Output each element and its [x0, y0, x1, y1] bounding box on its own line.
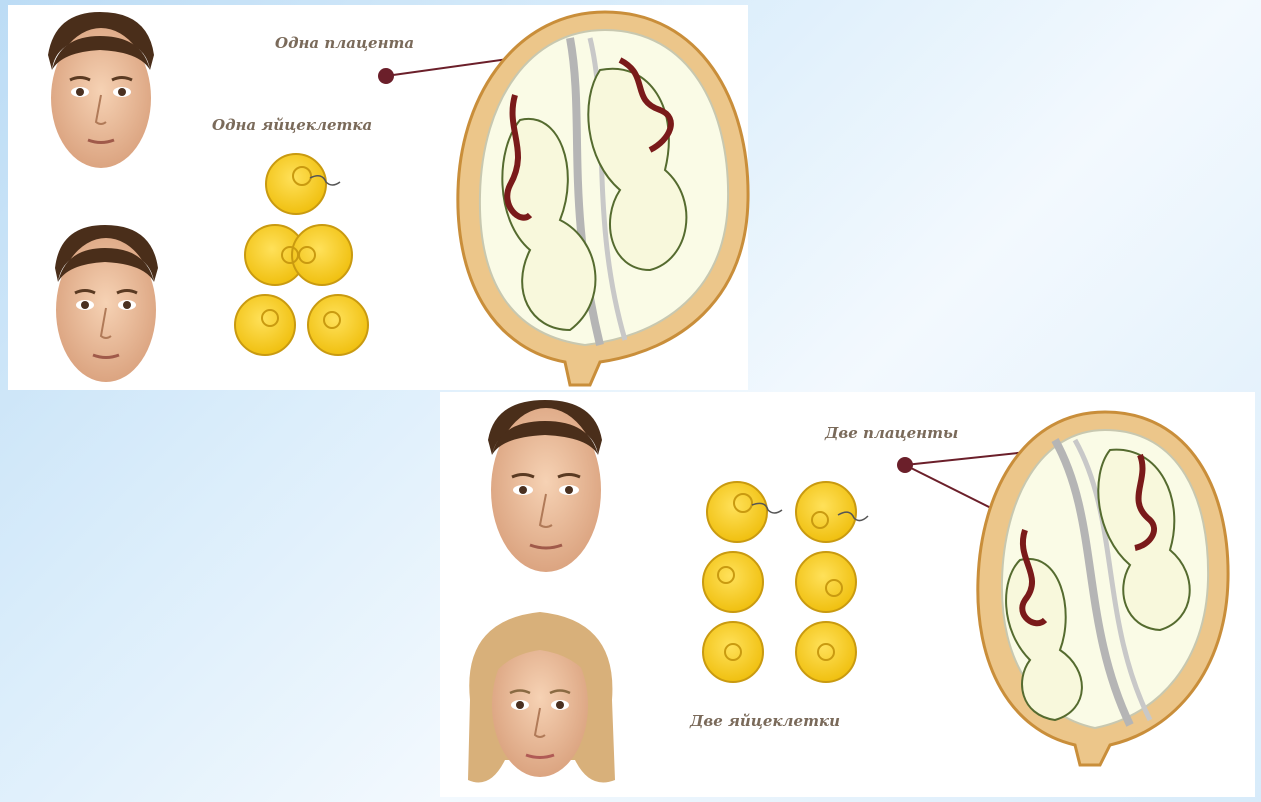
- egg-column-left: [703, 482, 782, 682]
- uterus-one-placenta: [458, 12, 748, 385]
- female-face: [468, 612, 615, 783]
- male-face-3: [488, 400, 602, 572]
- single-egg: [266, 154, 340, 214]
- one-placenta-label: Одна плацента: [275, 34, 414, 52]
- two-eggs-label: Две яйцеклетки: [690, 712, 840, 730]
- egg-column-right: [796, 482, 868, 682]
- split-embryos: [235, 295, 368, 355]
- uterus-two-placentas: [978, 412, 1228, 765]
- one-egg-label: Одна яйцеклетка: [212, 116, 372, 134]
- two-placentas-label: Две плаценты: [825, 424, 958, 442]
- male-face-2: [55, 225, 158, 382]
- dividing-egg: [245, 225, 352, 285]
- male-face-1: [48, 12, 154, 168]
